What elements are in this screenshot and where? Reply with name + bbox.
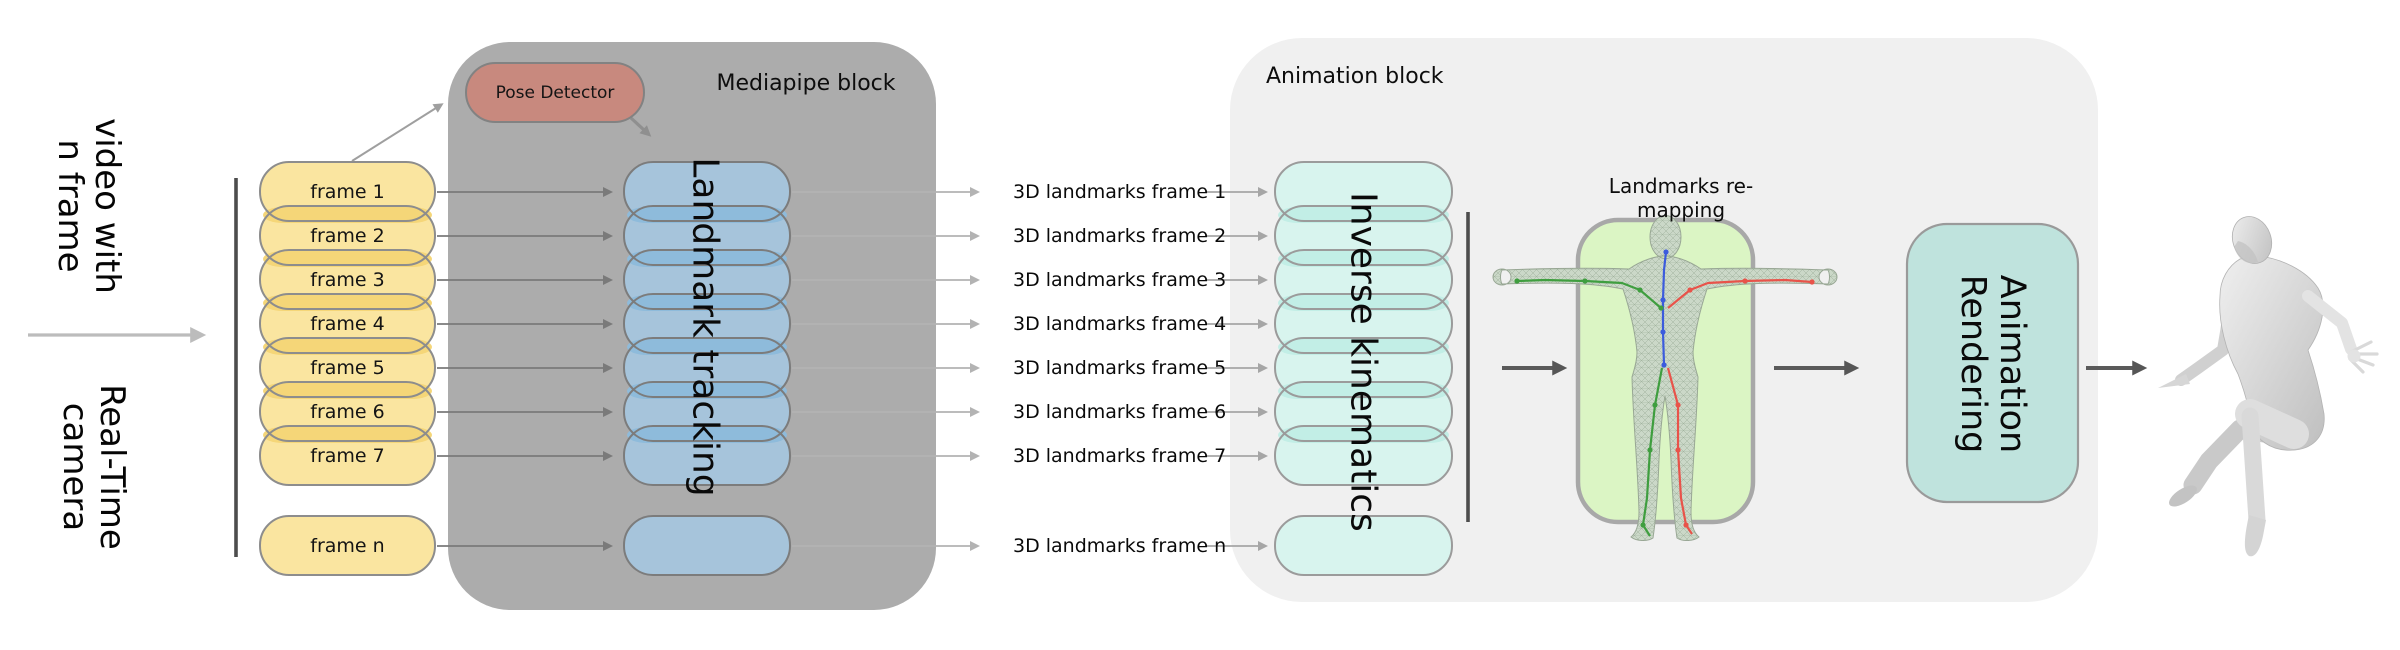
pill-overlap-band bbox=[627, 383, 787, 399]
tpose-mesh-figure bbox=[1492, 214, 1838, 542]
landmarks-output-label: 3D landmarks frame 5 bbox=[1013, 357, 1227, 379]
frame-pill-label: frame 6 bbox=[310, 401, 385, 423]
ik-pill bbox=[1275, 516, 1452, 575]
animation-rendering-label: Animation Rendering bbox=[1953, 274, 2033, 454]
pill-overlap-band bbox=[263, 339, 432, 355]
frame-to-tracking-arrows bbox=[437, 187, 613, 551]
landmarks-to-ik-arrows bbox=[1205, 187, 1268, 551]
tracking-pill bbox=[624, 516, 790, 575]
landmarks-output-label: 3D landmarks frame 2 bbox=[1013, 225, 1227, 247]
pose-detector-label: Pose Detector bbox=[495, 82, 615, 103]
pill-overlap-band bbox=[627, 207, 787, 223]
frame-pill bbox=[260, 516, 435, 575]
landmark-tracking-label: Landmark tracking bbox=[684, 157, 726, 497]
animation-rendering-line2: Rendering bbox=[1953, 274, 1993, 454]
pose-detector-to-tracking-arrow bbox=[629, 116, 652, 137]
landmarks-output-label: 3D landmarks frame 7 bbox=[1013, 445, 1227, 467]
frame-pill-label: frame 1 bbox=[310, 181, 385, 203]
inverse-kinematics-pill-stack bbox=[1274, 161, 1453, 576]
animation-rendering-box bbox=[1905, 222, 2080, 504]
landmarks-output-label: 3D landmarks frame 3 bbox=[1013, 269, 1227, 291]
pill-overlap-band bbox=[263, 295, 432, 311]
tracking-to-landmarks-arrows bbox=[792, 187, 980, 551]
frame-pill-label: frame 5 bbox=[310, 357, 385, 379]
landmarks-output-label: 3D landmarks frame 4 bbox=[1013, 313, 1227, 335]
remapping-title: Landmarks re-mapping bbox=[1608, 174, 1754, 222]
video-source-line2: n frame bbox=[50, 139, 90, 273]
pill-overlap-band bbox=[263, 427, 432, 443]
pill-overlap-band bbox=[1278, 251, 1449, 267]
pill-overlap-band bbox=[1278, 207, 1449, 223]
frame-pill-label: frame n bbox=[310, 535, 385, 557]
pill-overlap-band bbox=[627, 251, 787, 267]
pill-overlap-band bbox=[263, 251, 432, 267]
rendered-character-figure bbox=[2158, 216, 2379, 557]
pill-overlap-band bbox=[1278, 383, 1449, 399]
camera-source-label: Real-Time camera bbox=[55, 384, 133, 550]
camera-source-line2: camera bbox=[55, 402, 95, 532]
video-source-line1: video with bbox=[87, 118, 128, 294]
pill-overlap-band bbox=[627, 427, 787, 443]
pill-overlap-band bbox=[627, 295, 787, 311]
frame-pill-label: frame 2 bbox=[310, 225, 385, 247]
frame-to-pose-detector-arrow bbox=[351, 103, 444, 162]
landmarks-output-label: 3D landmarks frame 1 bbox=[1013, 181, 1227, 203]
mediapipe-block-title: Mediapipe block bbox=[716, 71, 896, 96]
landmark-tracking-pill-stack bbox=[623, 161, 791, 576]
frame-pill-label: frame 4 bbox=[310, 313, 385, 335]
video-source-label: video with n frame bbox=[50, 118, 128, 294]
pose-detector-node: Pose Detector bbox=[465, 62, 645, 123]
skeleton-overlay bbox=[1514, 249, 1815, 537]
landmarks-output-label: 3D landmarks frame 6 bbox=[1013, 401, 1227, 423]
inverse-kinematics-label: Inverse kinematics bbox=[1342, 192, 1384, 532]
animation-rendering-line1: Animation bbox=[1992, 274, 2033, 454]
animation-block-title: Animation block bbox=[1266, 64, 1444, 89]
camera-source-line1: Real-Time bbox=[92, 384, 133, 550]
pill-overlap-band bbox=[263, 207, 432, 223]
frame-pill-stack bbox=[259, 161, 436, 576]
frame-pill-label: frame 7 bbox=[310, 445, 385, 467]
pill-overlap-band bbox=[1278, 427, 1449, 443]
pill-overlap-band bbox=[1278, 339, 1449, 355]
frame-pill-label: frame 3 bbox=[310, 269, 385, 291]
pill-overlap-band bbox=[263, 383, 432, 399]
landmarks-output-label: 3D landmarks frame n bbox=[1013, 535, 1227, 557]
pill-overlap-band bbox=[627, 339, 787, 355]
pill-overlap-band bbox=[1278, 295, 1449, 311]
